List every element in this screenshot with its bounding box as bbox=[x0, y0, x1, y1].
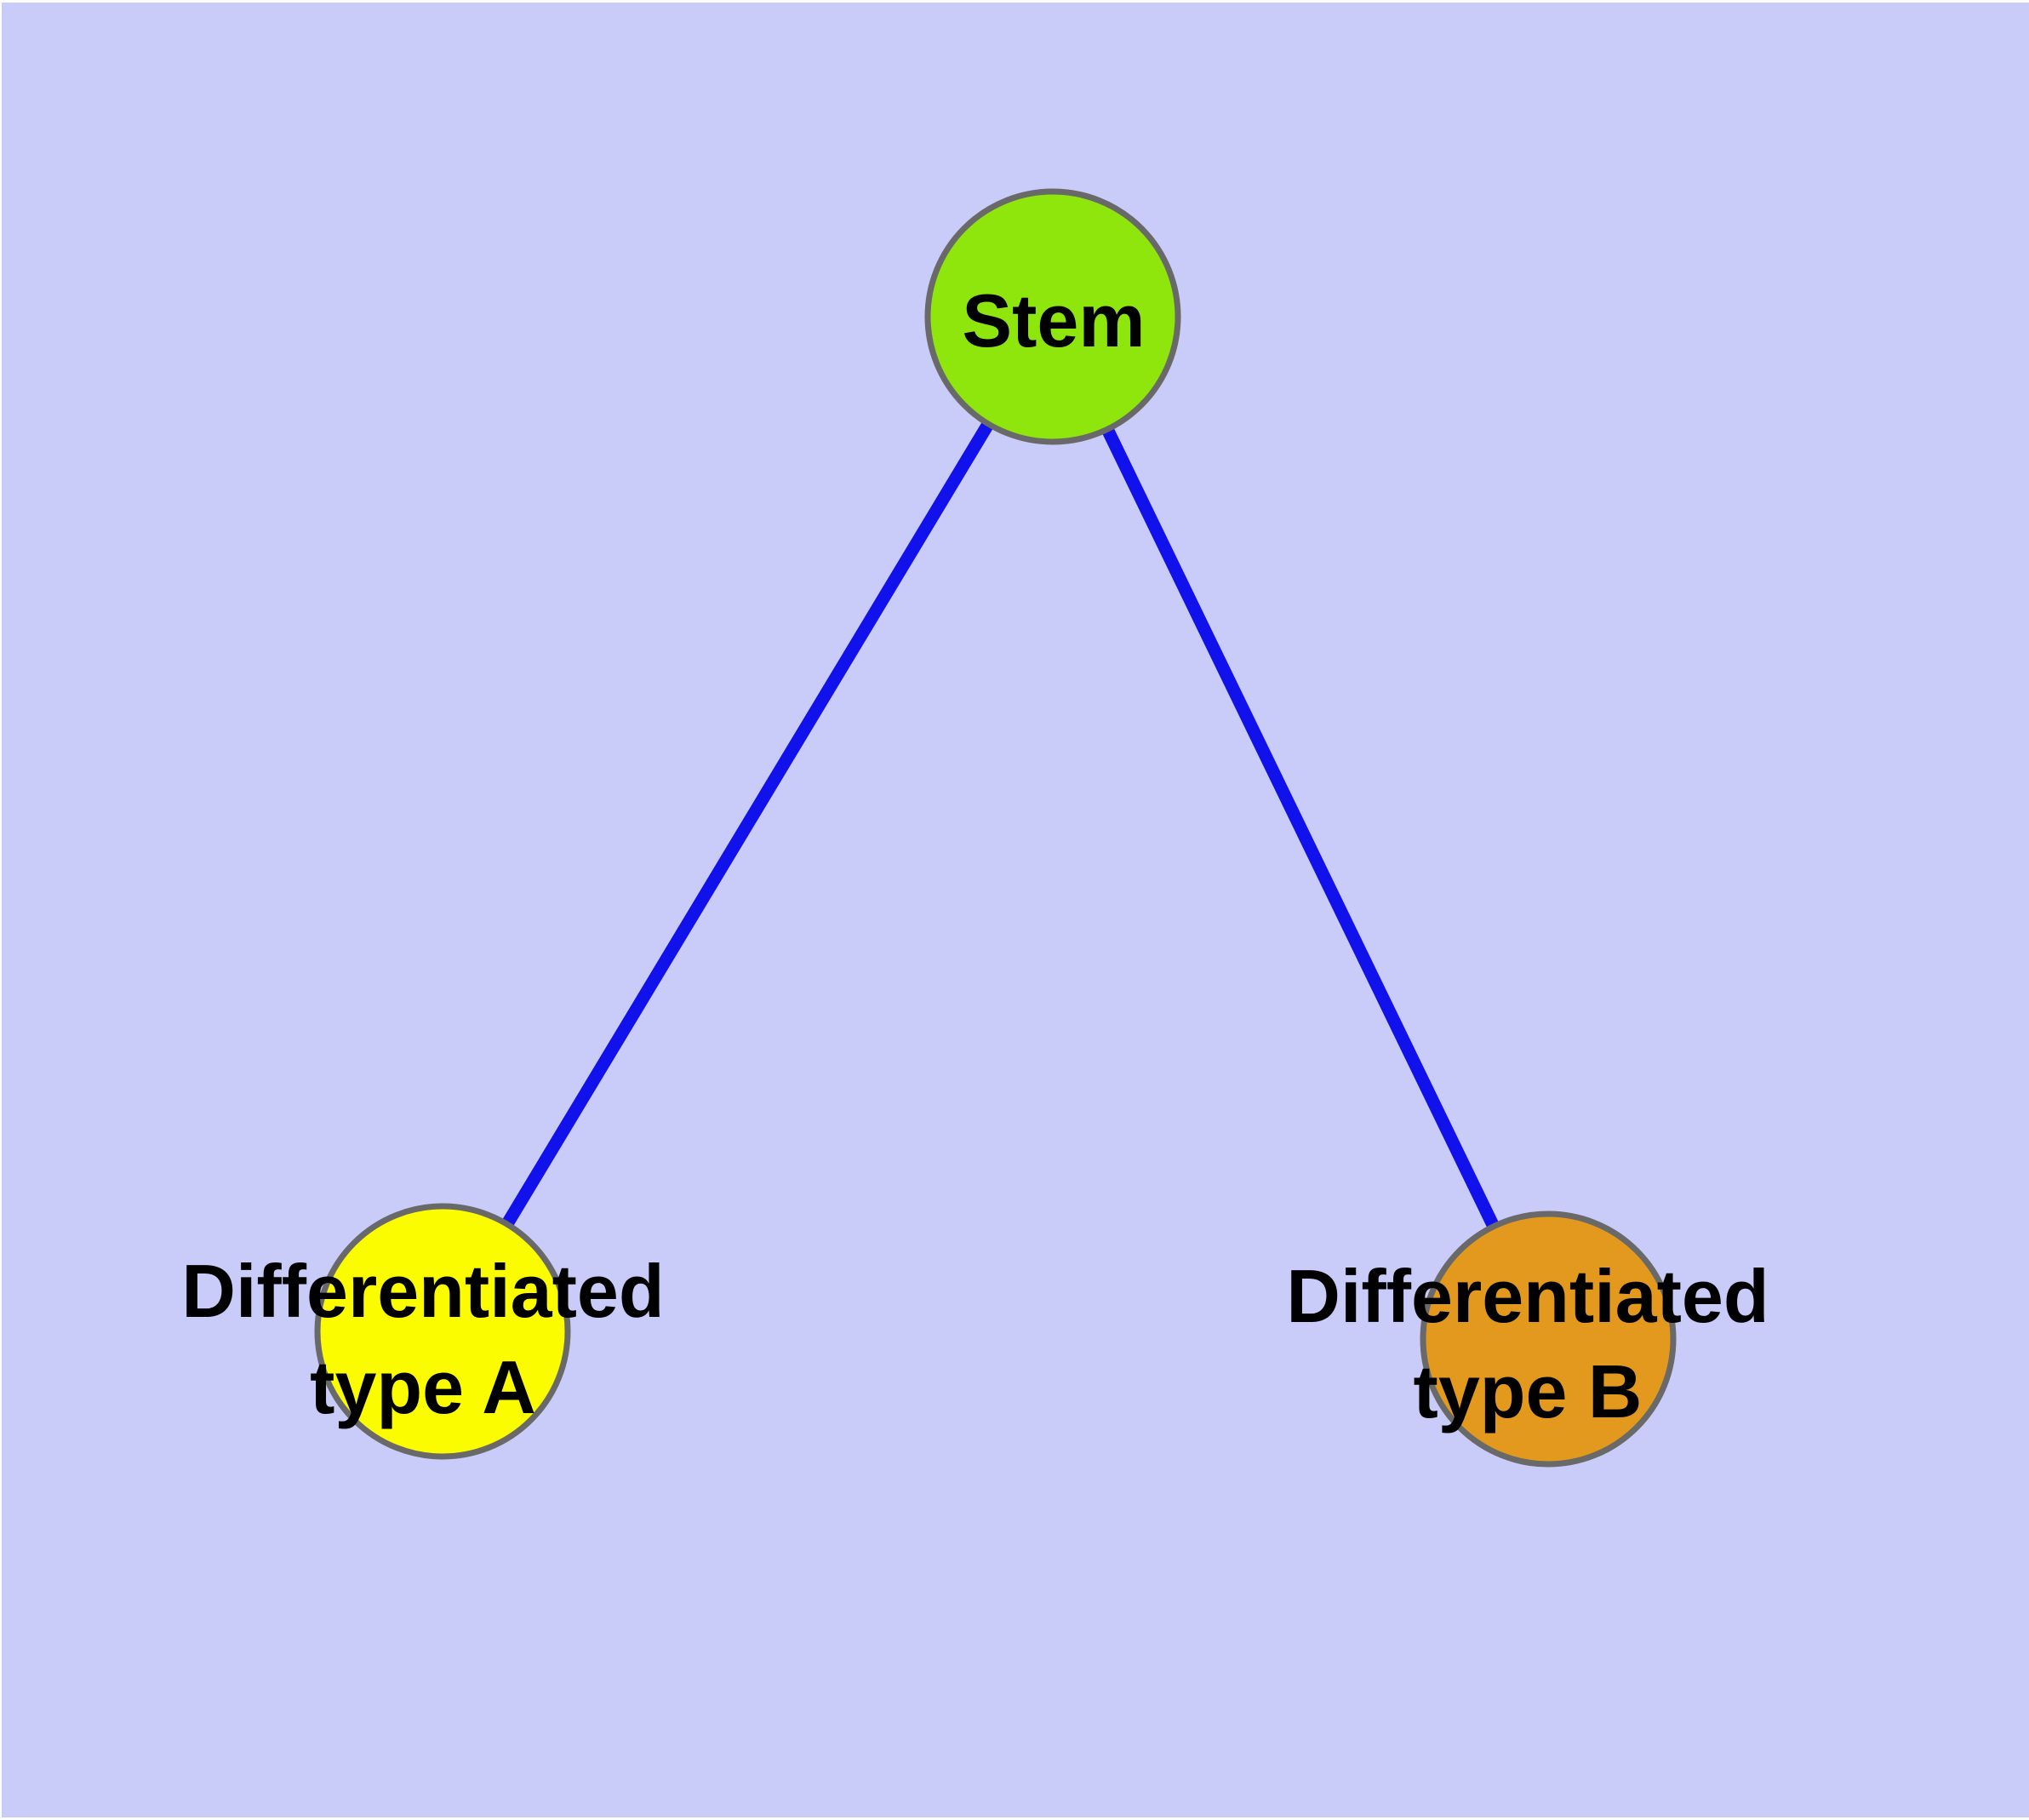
edge-stem-to-differentiated-type-a bbox=[437, 313, 1059, 1335]
node-label-differentiated-type-a-line1: Differentiated bbox=[181, 1249, 664, 1333]
node-stem bbox=[924, 188, 1181, 445]
node-label-differentiated-type-b-line1: Differentiated bbox=[1286, 1254, 1769, 1338]
node-label-differentiated-type-a-line2: type A bbox=[310, 1345, 536, 1429]
edge-stem-to-differentiated-type-b bbox=[1047, 313, 1554, 1342]
node-differentiated-type-b bbox=[1420, 1210, 1677, 1468]
node-label-stem: Stem bbox=[962, 278, 1145, 363]
node-differentiated-type-a bbox=[314, 1203, 571, 1460]
node-label-differentiated-type-b-line2: type B bbox=[1414, 1349, 1643, 1434]
